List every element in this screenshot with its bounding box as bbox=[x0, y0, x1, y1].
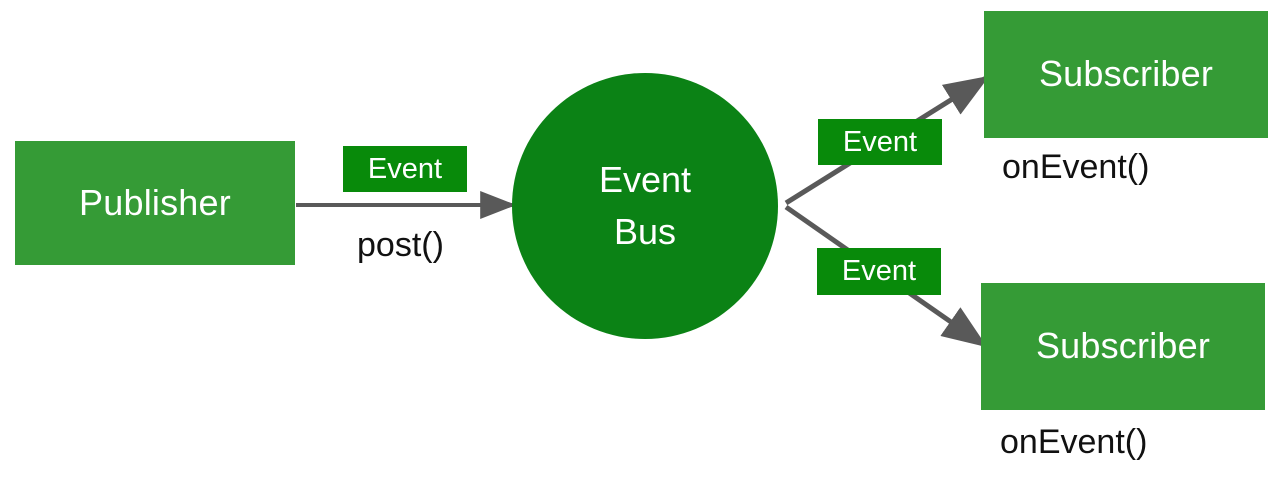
event-chip-publisher-to-bus: Event bbox=[343, 146, 467, 192]
node-subscriber-bottom-label: Subscriber bbox=[1035, 325, 1211, 367]
event-chip-bus-to-subscriber-bottom-label: Event bbox=[841, 255, 917, 287]
event-chip-bus-to-subscriber-top-label: Event bbox=[842, 125, 918, 158]
event-chip-bus-to-subscriber-top: Event bbox=[818, 119, 942, 165]
node-event-bus-label-line2: Bus bbox=[613, 211, 677, 252]
node-subscriber-top[interactable]: Subscriber bbox=[984, 11, 1268, 138]
node-publisher-label: Publisher bbox=[79, 181, 231, 223]
node-event-bus-label-line1: Event bbox=[598, 158, 692, 200]
node-subscriber-top-label: Subscriber bbox=[1038, 53, 1214, 95]
node-publisher[interactable]: Publisher bbox=[15, 141, 295, 265]
event-chip-bus-to-subscriber-bottom: Event bbox=[817, 248, 941, 295]
node-event-bus[interactable]: Event Bus bbox=[512, 73, 778, 339]
method-label-onevent-top: onEvent() bbox=[1002, 148, 1150, 186]
method-label-onevent-bottom: onEvent() bbox=[1000, 423, 1148, 461]
method-label-post: post() bbox=[357, 226, 444, 264]
node-subscriber-bottom[interactable]: Subscriber bbox=[981, 283, 1265, 410]
event-chip-publisher-to-bus-label: Event bbox=[367, 152, 443, 185]
